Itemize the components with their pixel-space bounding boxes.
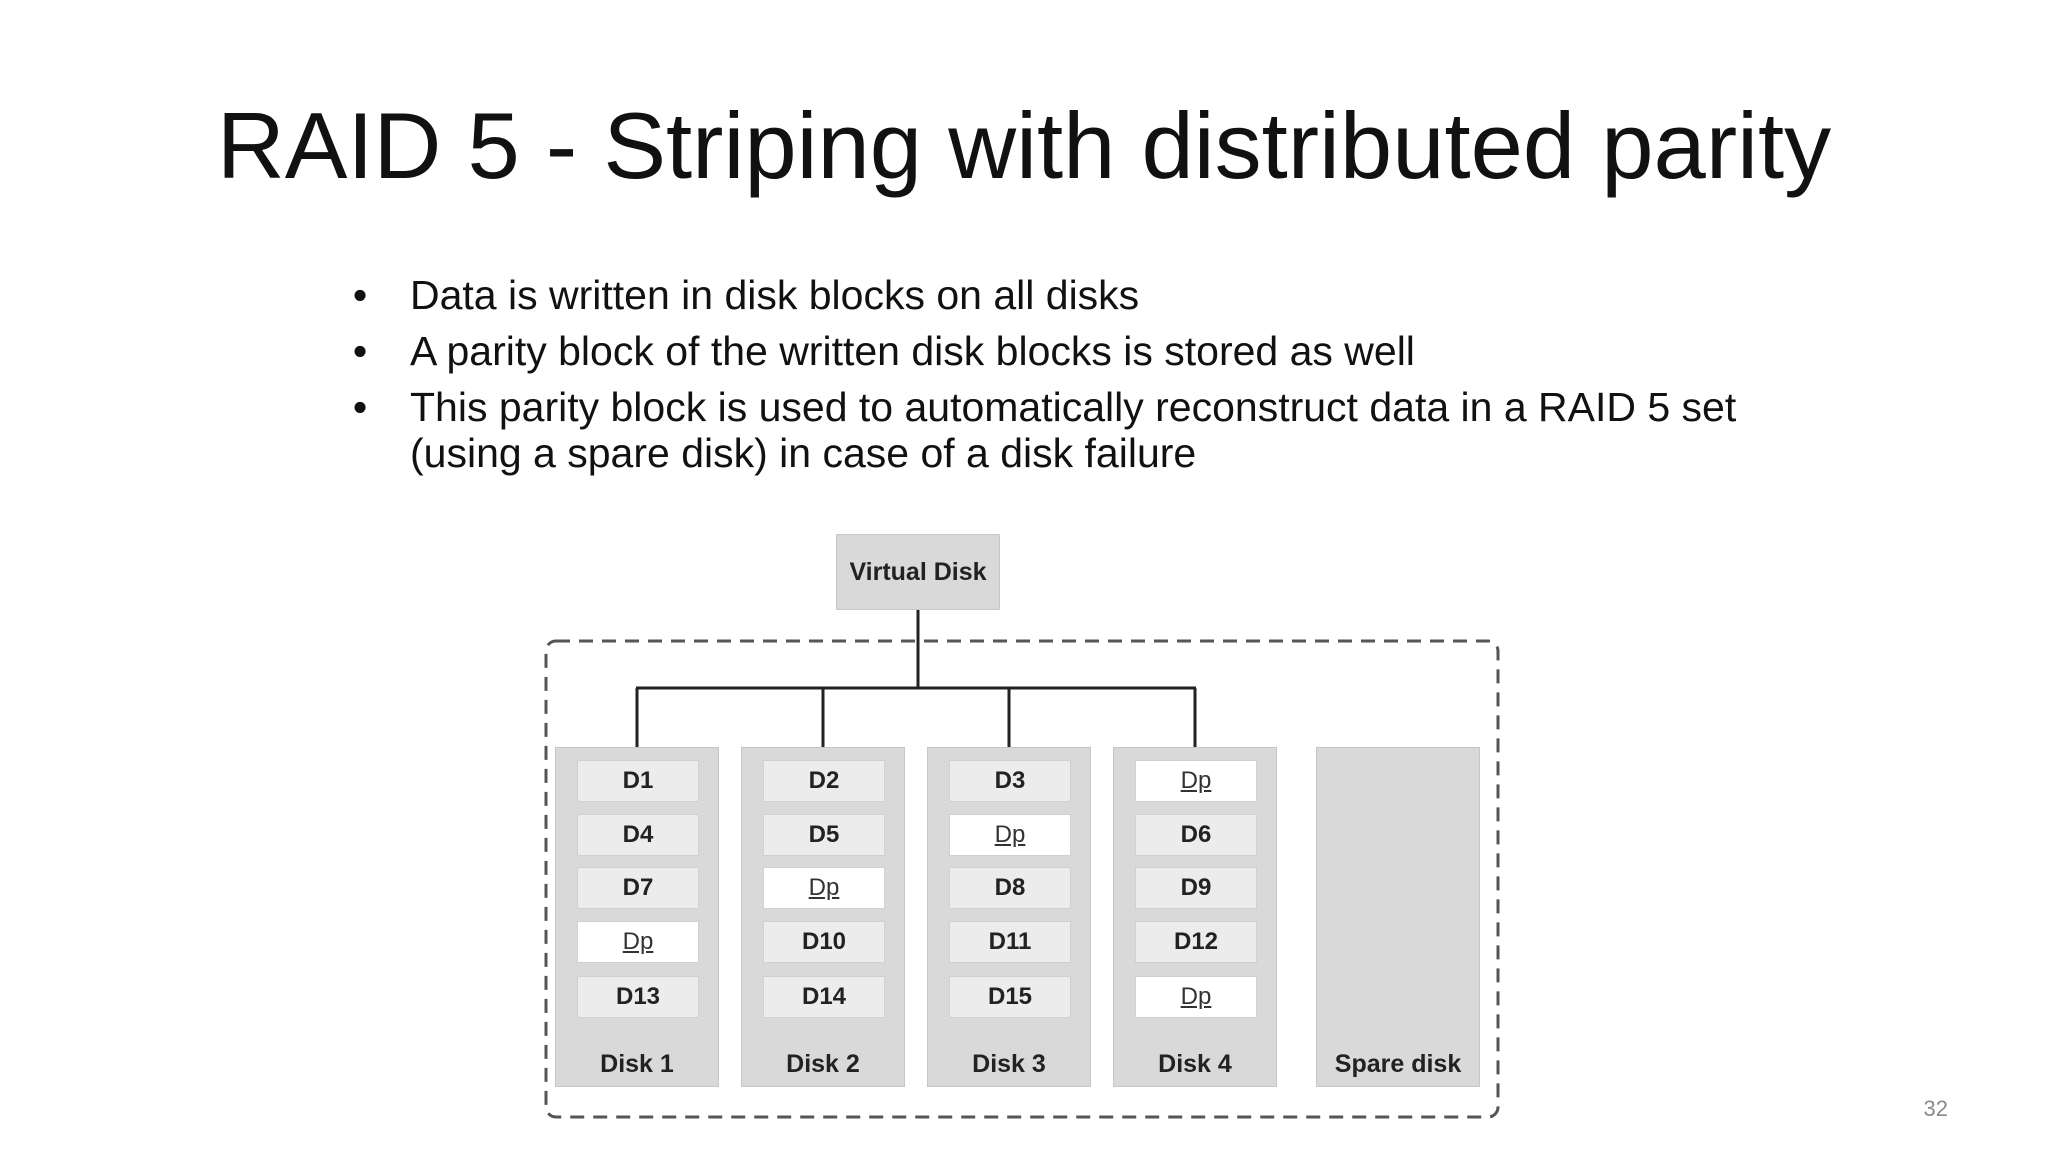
- disk-block: D7: [577, 867, 699, 909]
- diagram-lines: [544, 610, 1500, 1119]
- page-number: 32: [1923, 1096, 1948, 1121]
- disk-2: D2 D5 Dp D10 D14 Disk 2: [741, 747, 905, 1087]
- virtual-disk-box: Virtual Disk: [836, 534, 1000, 610]
- parity-block: Dp: [763, 867, 885, 909]
- parity-block: Dp: [577, 921, 699, 963]
- bullet-item: • Data is written in disk blocks on all …: [348, 272, 1848, 318]
- parity-block: Dp: [1135, 760, 1257, 802]
- disk-4: Dp D6 D9 D12 Dp Disk 4: [1113, 747, 1277, 1087]
- parity-block: Dp: [1135, 976, 1257, 1018]
- disk-block: D2: [763, 760, 885, 802]
- bullet-dot: •: [352, 272, 368, 318]
- disk-3: D3 Dp D8 D11 D15 Disk 3: [927, 747, 1091, 1087]
- disk-label: Disk 1: [600, 1050, 674, 1078]
- bullet-list: • Data is written in disk blocks on all …: [348, 272, 1848, 486]
- disk-block: D9: [1135, 867, 1257, 909]
- spare-disk-label: Spare disk: [1334, 1050, 1462, 1078]
- disk-block: D4: [577, 814, 699, 856]
- disk-block: D15: [949, 976, 1071, 1018]
- disk-block: D14: [763, 976, 885, 1018]
- disk-label: Disk 2: [786, 1050, 860, 1078]
- disk-block: D10: [763, 921, 885, 963]
- disk-label: Disk 4: [1158, 1050, 1232, 1078]
- disk-block: D1: [577, 760, 699, 802]
- raid5-diagram: Virtual Disk D1 D4 D7 Dp D13 Disk 1 D2 D…: [530, 530, 1510, 1130]
- bullet-text: Data is written in disk blocks on all di…: [410, 272, 1140, 318]
- disk-block: D5: [763, 814, 885, 856]
- bullet-dot: •: [352, 384, 368, 430]
- raid-set-dashed-border: [544, 639, 1500, 1119]
- disk-block: D3: [949, 760, 1071, 802]
- disk-block: D6: [1135, 814, 1257, 856]
- disk-block: D8: [949, 867, 1071, 909]
- bullet-text: A parity block of the written disk block…: [410, 328, 1415, 374]
- slide-title: RAID 5 - Striping with distributed parit…: [216, 93, 1832, 198]
- bullet-item: • This parity block is used to automatic…: [348, 384, 1848, 476]
- bullet-item: • A parity block of the written disk blo…: [348, 328, 1848, 374]
- spare-disk: Spare disk: [1316, 747, 1480, 1087]
- disk-block: D12: [1135, 921, 1257, 963]
- bullet-dot: •: [352, 328, 368, 374]
- parity-block: Dp: [949, 814, 1071, 856]
- disk-1: D1 D4 D7 Dp D13 Disk 1: [555, 747, 719, 1087]
- bullet-text: This parity block is used to automatical…: [410, 384, 1737, 476]
- disk-block: D13: [577, 976, 699, 1018]
- disk-label: Disk 3: [972, 1050, 1046, 1078]
- disk-block: D11: [949, 921, 1071, 963]
